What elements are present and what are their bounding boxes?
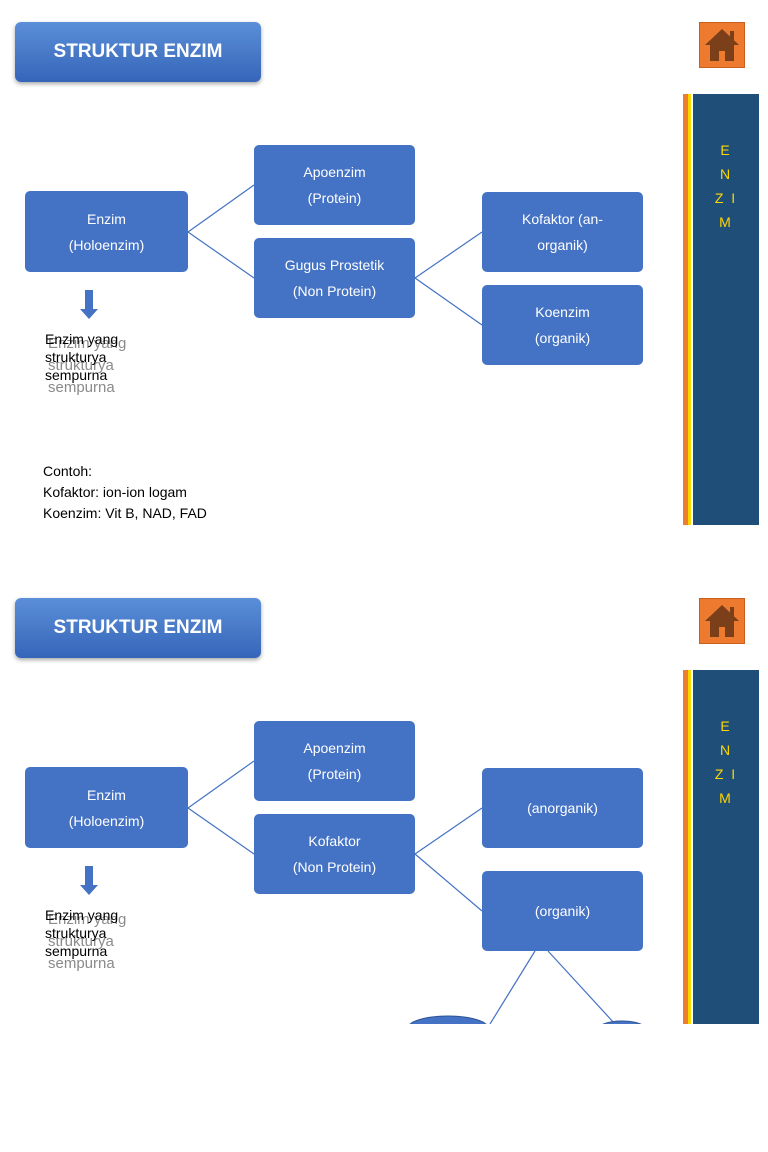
enzim-box: Enzim (Holoenzim) [25, 191, 188, 272]
sidebar-stripe [688, 670, 691, 1024]
apoenzim-box: Apoenzim (Protein) [254, 145, 415, 225]
note-shadow-line: Enzim yang [48, 911, 127, 928]
box-label: (Holoenzim) [68, 812, 145, 829]
anorganik-box: (anorganik) [482, 768, 643, 848]
arrow-down-icon [80, 866, 98, 895]
arrow-down-icon [80, 290, 98, 319]
box-label: (anorganik) [527, 800, 598, 816]
box-label: (organik) [534, 903, 591, 919]
title-text: STRUKTUR ENZIM [53, 617, 223, 638]
note-line: strukturya [45, 925, 107, 941]
sidebar-stripe [683, 670, 688, 1024]
sidebar: E N Z I M [683, 94, 759, 525]
home-icon [705, 605, 739, 637]
structure-note: Enzim yang strukturya sempurna [45, 906, 118, 960]
home-icon [705, 29, 739, 61]
box-label: Apoenzim [303, 164, 366, 180]
organik-box: (organik) [482, 871, 643, 951]
note-shadow-line: sempurna [48, 379, 115, 396]
note-line: Enzim yang [45, 907, 119, 923]
koenzim-box: Koenzim (organik) [482, 285, 643, 365]
slide-2: STRUKTUR ENZIM E N Z I M Enzim (Holoe [0, 576, 768, 1152]
note-line: Enzim yang [45, 331, 119, 347]
sidebar-stripe [691, 94, 693, 525]
title-text: STRUKTUR ENZIM [53, 41, 223, 62]
note-line: strukturya [45, 349, 107, 365]
box-label: (Non Protein) [292, 859, 377, 875]
sidebar-letter: M [719, 790, 733, 806]
note-shadow-line: strukturya [48, 357, 114, 374]
note-shadow-line: strukturya [48, 933, 114, 950]
sidebar-letter: M [719, 214, 733, 230]
box-label: (Non Protein) [292, 283, 377, 299]
kofaktor-box: Kofaktor (an- organik) [482, 192, 643, 272]
title-button[interactable]: STRUKTUR ENZIM [15, 598, 261, 658]
sidebar-letter: E [720, 142, 732, 158]
sidebar-stripe [683, 94, 688, 525]
structure-note: Enzim yang strukturya sempurna [45, 330, 118, 384]
sidebar-letter: E [720, 718, 732, 734]
box-label: Enzim [87, 210, 126, 227]
sidebar-letter: N [719, 742, 733, 758]
box-label: Kofaktor [308, 833, 361, 849]
sidebar-letter: Z I [714, 766, 738, 782]
enzim-box: Enzim (Holoenzim) [25, 767, 188, 848]
sidebar-stripe [688, 94, 691, 525]
sidebar-letter: Z I [714, 190, 738, 206]
slide-1: STRUKTUR ENZIM E N Z I M Enzim (Holoenzi… [15, 22, 759, 525]
box-label: (organik) [534, 330, 591, 346]
box-label: (Holoenzim) [68, 236, 145, 253]
sidebar-letter: N [719, 166, 733, 182]
example-text: Contoh: Kofaktor: ion-ion logam Koenzim:… [43, 461, 207, 524]
note-line: sempurna [45, 367, 108, 383]
box-label: organik) [537, 237, 588, 253]
box-label: Koenzim [535, 304, 590, 320]
title-button[interactable]: STRUKTUR ENZIM [15, 22, 261, 82]
note-shadow: Enzim yang strukturya sempurna [48, 333, 126, 399]
note-shadow-line: Enzim yang [48, 335, 127, 352]
box-label: (Protein) [307, 766, 362, 782]
note-shadow: Enzim yang strukturya sempurna [48, 909, 126, 975]
kofaktor-box: Kofaktor (Non Protein) [254, 814, 415, 894]
example-line: Koenzim: Vit B, NAD, FAD [43, 505, 207, 521]
connector-lines [187, 184, 483, 326]
box-label: (Protein) [307, 190, 362, 206]
gugus-prostetik-box: Gugus Prostetik (Non Protein) [254, 238, 415, 318]
sidebar-letters: E N Z I M [693, 138, 759, 234]
box-label: Enzim [87, 786, 126, 803]
sidebar: E N Z I M [683, 670, 759, 1024]
sidebar-stripe [691, 670, 693, 1024]
box-label: Apoenzim [303, 740, 366, 756]
note-shadow-line: sempurna [48, 955, 115, 972]
box-label: Kofaktor (an- [522, 211, 603, 227]
home-button[interactable] [699, 22, 745, 68]
example-line: Contoh: [43, 463, 93, 479]
sidebar-letters: E N Z I M [693, 714, 759, 810]
connector-lines [187, 760, 642, 1024]
example-line: Kofaktor: ion-ion logam [43, 484, 187, 500]
apoenzim-box: Apoenzim (Protein) [254, 721, 415, 801]
home-button[interactable] [699, 598, 745, 644]
box-label: Gugus Prostetik [284, 257, 385, 273]
note-line: sempurna [45, 943, 108, 959]
